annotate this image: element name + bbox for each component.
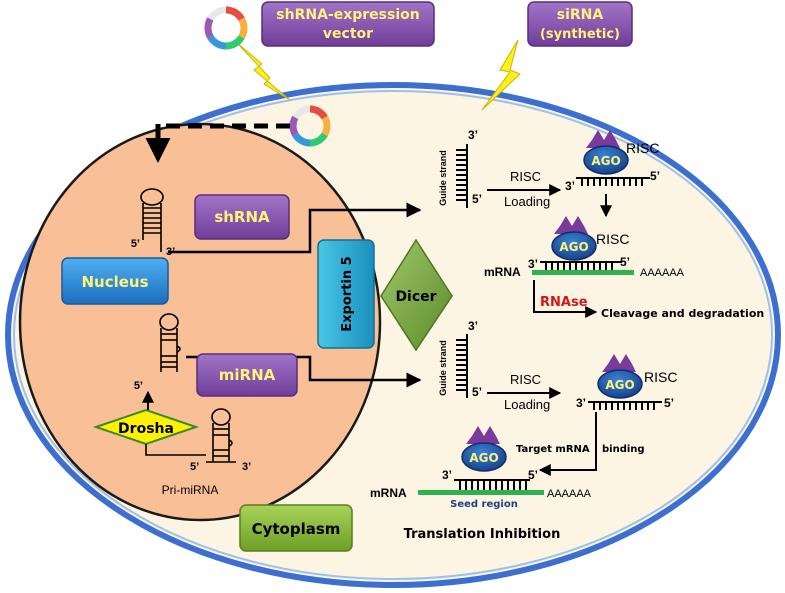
- nucleus-label: Nucleus: [81, 273, 148, 291]
- risc-3-strand: [588, 401, 662, 410]
- ago-label-1: AGO: [591, 154, 620, 168]
- shrna-label: shRNA: [214, 208, 270, 226]
- guide-upper-label: Guide strand: [438, 150, 448, 206]
- pre-mirna-hairpin-icon: [159, 313, 181, 372]
- drosha-label: Drosha: [118, 421, 174, 437]
- nucleus-label-box: Nucleus: [61, 257, 169, 305]
- seed-region-label: Seed region: [450, 499, 518, 510]
- mirna-box: miRNA: [196, 353, 298, 397]
- shrna-vector-box: shRNA-expression vector: [261, 1, 435, 47]
- pre-mirna-5-end: 5’: [134, 380, 143, 392]
- drosha-connector: [145, 444, 206, 456]
- guide-strand-lower: [456, 334, 468, 398]
- risc-label-1: RISC: [626, 140, 659, 156]
- cleavage-outcome: Cleavage and degradation: [601, 307, 764, 320]
- risc-complex-4: AGO: [461, 426, 507, 472]
- risc-loading-lower-2: Loading: [504, 397, 550, 412]
- rnase-label: RNAse: [540, 295, 588, 310]
- risc-complex-1: AGO: [583, 130, 629, 175]
- mirna-label: miRNA: [219, 366, 276, 384]
- risc-complex-3: AGO: [597, 354, 643, 399]
- mrna-strand-upper: [532, 270, 634, 275]
- shrna-path-line: [168, 202, 422, 254]
- target-mrna-label: Target mRNA: [516, 444, 590, 455]
- lightning-bolt-left: [235, 41, 291, 101]
- risc-4-3-end: 3’: [442, 468, 452, 482]
- drosha-shape: Drosha: [92, 408, 200, 446]
- guide-upper-5-end: 5’: [472, 192, 482, 206]
- risc-2-strand: [540, 261, 622, 270]
- risc-3-3-end: 3’: [576, 396, 586, 410]
- risc-1-5-end: 5’: [650, 169, 660, 183]
- rnase-arrow: [533, 280, 598, 318]
- dicer-shape: Dicer: [380, 238, 453, 352]
- pri-mirna-hairpin-icon: [206, 408, 236, 463]
- risc-4-strand: [454, 479, 530, 490]
- shrna-5-end: 5’: [131, 238, 140, 250]
- guide-lower-3-end: 3’: [468, 319, 478, 333]
- risc-2-5-end: 5’: [620, 255, 630, 269]
- guide-lower-5-end: 5’: [472, 385, 482, 399]
- mrna-label-lower: mRNA: [370, 486, 407, 500]
- risc-loading-lower-1: RISC: [510, 372, 541, 387]
- shrna-hairpin-icon: [140, 188, 164, 252]
- shrna-box: shRNA: [194, 194, 290, 240]
- risc-3-5-end: 5’: [664, 396, 674, 410]
- pri-mirna-3-end: 3’: [242, 461, 251, 473]
- mrna-label-upper: mRNA: [484, 265, 521, 279]
- risc-loading-upper-1: RISC: [510, 169, 541, 184]
- ago-label-4: AGO: [469, 451, 498, 465]
- binding-label: binding: [602, 444, 645, 455]
- risc-4-5-end: 5’: [528, 468, 538, 482]
- pri-mirna-label: Pri-miRNA: [162, 483, 219, 497]
- risc-1-strand: [576, 177, 650, 186]
- shrna-vector-label-line2: vector: [323, 26, 373, 42]
- sirna-label: siRNA: [557, 7, 604, 23]
- risc-label-2: RISC: [596, 231, 629, 247]
- ago-label-2: AGO: [559, 240, 588, 254]
- risc-1-3-end: 3’: [565, 179, 575, 193]
- guide-strand-upper: [456, 144, 468, 208]
- translation-inhibition-label: Translation Inhibition: [404, 527, 561, 542]
- pri-mirna-5-end: 5’: [190, 461, 199, 473]
- target-binding-connector: [538, 412, 597, 476]
- lightning-bolt-right: [481, 39, 521, 111]
- guide-upper-3-end: 3’: [468, 128, 478, 142]
- sirna-box: siRNA (synthetic): [527, 1, 633, 47]
- exportin-box: Exportin 5: [317, 239, 375, 349]
- plasmid-icon-top: [204, 6, 248, 50]
- risc-complex-2: AGO: [551, 216, 597, 261]
- cytoplasm-label: Cytoplasm: [252, 520, 341, 538]
- ago-label-3: AGO: [605, 378, 634, 392]
- polya-upper: AAAAAA: [640, 267, 685, 279]
- polya-lower: AAAAAA: [547, 488, 592, 500]
- shrna-vector-label: shRNA-expression: [276, 7, 419, 23]
- mrna-strand-lower: [418, 490, 544, 495]
- risc-loading-upper-2: Loading: [504, 194, 550, 209]
- risc-label-3: RISC: [644, 369, 677, 385]
- dicer-label: Dicer: [395, 289, 436, 305]
- sirna-label-line2: (synthetic): [540, 27, 620, 42]
- cytoplasm-label-box: Cytoplasm: [239, 504, 353, 552]
- exportin-label: Exportin 5: [340, 256, 355, 331]
- plasmid-icon-membrane: [289, 105, 331, 147]
- risc-2-3-end: 3’: [528, 257, 538, 271]
- guide-lower-label: Guide strand: [438, 340, 448, 396]
- cell-inner-edge: [13, 90, 773, 580]
